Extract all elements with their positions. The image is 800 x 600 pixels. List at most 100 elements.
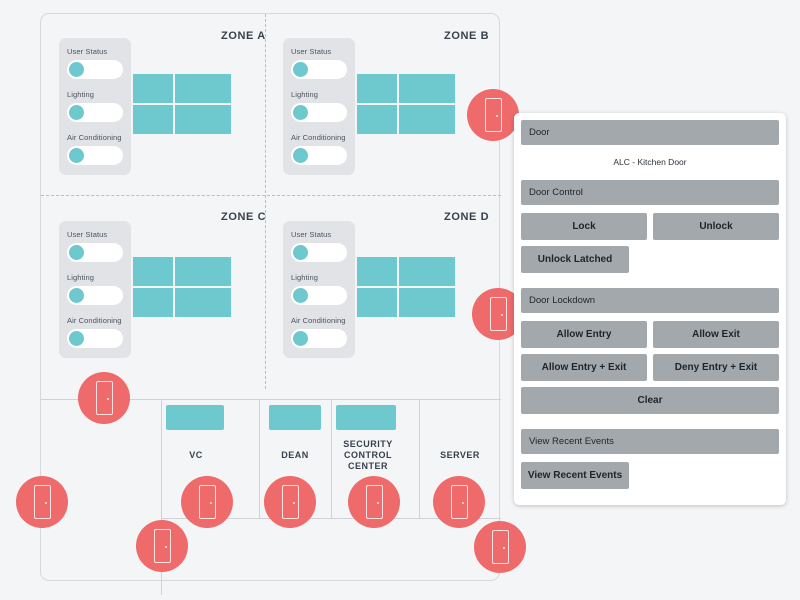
zone-label-d: ZONE D: [444, 211, 490, 223]
toggle-knob-icon: [69, 331, 84, 346]
zone-b-user-status-toggle[interactable]: [291, 60, 347, 79]
desk-block: [357, 257, 397, 286]
zone-a-air-conditioning-label: Air Conditioning: [67, 133, 122, 142]
zone-c-air-conditioning-toggle[interactable]: [67, 329, 123, 348]
door-control-section-header: Door Control: [521, 180, 779, 205]
room-label-server: SERVER: [440, 450, 480, 460]
desk-block: [133, 288, 173, 317]
zone-c-desk-group: [133, 257, 231, 317]
spacer: [521, 420, 779, 429]
door-icon: [365, 485, 383, 519]
zone-d-lighting-label: Lighting: [291, 273, 319, 282]
door-icon: [95, 381, 113, 415]
clear-button[interactable]: Clear: [521, 387, 779, 414]
toggle-knob-icon: [293, 148, 308, 163]
door-icon: [450, 485, 468, 519]
recent-events-section-header: View Recent Events: [521, 429, 779, 454]
door-icon: [281, 485, 299, 519]
view-recent-events-button[interactable]: View Recent Events: [521, 462, 629, 489]
zone-b-air-conditioning-toggle[interactable]: [291, 146, 347, 165]
room-divider-3: [331, 399, 332, 518]
zone-a-lighting-label: Lighting: [67, 90, 95, 99]
door-marker-exterior-south-east[interactable]: [474, 521, 526, 573]
door-marker-room-dean[interactable]: [264, 476, 316, 528]
zone-c-lighting-label: Lighting: [67, 273, 95, 282]
zone-c-user-status-toggle[interactable]: [67, 243, 123, 262]
zone-c-air-conditioning-label: Air Conditioning: [67, 316, 122, 325]
room-band-lower-divider: [161, 518, 501, 519]
toggle-knob-icon: [69, 62, 84, 77]
door-icon: [198, 485, 216, 519]
toggle-knob-icon: [69, 288, 84, 303]
zone-a-user-status-toggle[interactable]: [67, 60, 123, 79]
door-marker-room-server[interactable]: [433, 476, 485, 528]
door-control-button-row-2: Unlock Latched: [521, 246, 779, 273]
zone-a-air-conditioning-toggle[interactable]: [67, 146, 123, 165]
desk-block: [175, 257, 231, 286]
zone-d-user-status-toggle[interactable]: [291, 243, 347, 262]
desk-block: [399, 105, 455, 134]
zone-divider-vertical: [265, 14, 266, 389]
door-marker-zone-b[interactable]: [467, 89, 519, 141]
recent-events-button-row: View Recent Events: [521, 462, 779, 489]
desk-block: [133, 74, 173, 103]
unlock-button[interactable]: Unlock: [653, 213, 779, 240]
door-icon: [484, 98, 502, 132]
desk-block: [175, 105, 231, 134]
desk-block: [175, 288, 231, 317]
lock-button[interactable]: Lock: [521, 213, 647, 240]
toggle-knob-icon: [69, 148, 84, 163]
room-label-vc: VC: [189, 450, 203, 460]
room-label-dean: DEAN: [281, 450, 309, 460]
zone-divider-horizontal: [41, 195, 501, 196]
zone-a-lighting-toggle[interactable]: [67, 103, 123, 122]
desk-block: [357, 288, 397, 317]
zone-b-user-status-label: User Status: [291, 47, 332, 56]
door-name-value: ALC - Kitchen Door: [613, 157, 687, 167]
door-control-button-row-1: Lock Unlock: [521, 213, 779, 240]
door-lockdown-button-row-1: Allow Entry Allow Exit: [521, 321, 779, 348]
zone-d-air-conditioning-label: Air Conditioning: [291, 316, 346, 325]
toggle-knob-icon: [293, 62, 308, 77]
desk-block: [133, 257, 173, 286]
zone-c-lighting-toggle[interactable]: [67, 286, 123, 305]
door-icon: [33, 485, 51, 519]
toggle-knob-icon: [293, 245, 308, 260]
zone-label-c: ZONE C: [221, 211, 267, 223]
toggle-knob-icon: [293, 105, 308, 120]
zone-a-user-status-label: User Status: [67, 47, 108, 56]
deny-entry-exit-button[interactable]: Deny Entry + Exit: [653, 354, 779, 381]
desk-block: [357, 74, 397, 103]
allow-entry-exit-button[interactable]: Allow Entry + Exit: [521, 354, 647, 381]
door-marker-corridor-upper[interactable]: [78, 372, 130, 424]
room-dean-desk: [269, 405, 321, 430]
zone-label-a: ZONE A: [221, 30, 266, 42]
zone-d-lighting-toggle[interactable]: [291, 286, 347, 305]
zone-d-control-card: User Status Lighting Air Conditioning: [283, 221, 355, 358]
door-marker-room-vc[interactable]: [181, 476, 233, 528]
door-marker-corridor-lower[interactable]: [136, 520, 188, 572]
zone-d-desk-group: [357, 257, 455, 317]
spacer: [521, 279, 779, 288]
room-security-desk: [336, 405, 396, 430]
allow-exit-button[interactable]: Allow Exit: [653, 321, 779, 348]
room-divider-2: [259, 399, 260, 518]
zone-b-lighting-toggle[interactable]: [291, 103, 347, 122]
zone-b-air-conditioning-label: Air Conditioning: [291, 133, 346, 142]
room-band-divider: [41, 399, 501, 400]
zone-d-air-conditioning-toggle[interactable]: [291, 329, 347, 348]
door-icon: [153, 529, 171, 563]
room-vc-desk: [166, 405, 224, 430]
toggle-knob-icon: [293, 288, 308, 303]
zone-d-user-status-label: User Status: [291, 230, 332, 239]
zone-b-control-card: User Status Lighting Air Conditioning: [283, 38, 355, 175]
door-lockdown-button-row-2: Allow Entry + Exit Deny Entry + Exit: [521, 354, 779, 381]
door-marker-room-security-control-center[interactable]: [348, 476, 400, 528]
allow-entry-button[interactable]: Allow Entry: [521, 321, 647, 348]
door-marker-exterior-west[interactable]: [16, 476, 68, 528]
zone-c-control-card: User Status Lighting Air Conditioning: [59, 221, 131, 358]
desk-block: [399, 288, 455, 317]
room-divider-4: [419, 399, 420, 518]
unlock-latched-button[interactable]: Unlock Latched: [521, 246, 629, 273]
